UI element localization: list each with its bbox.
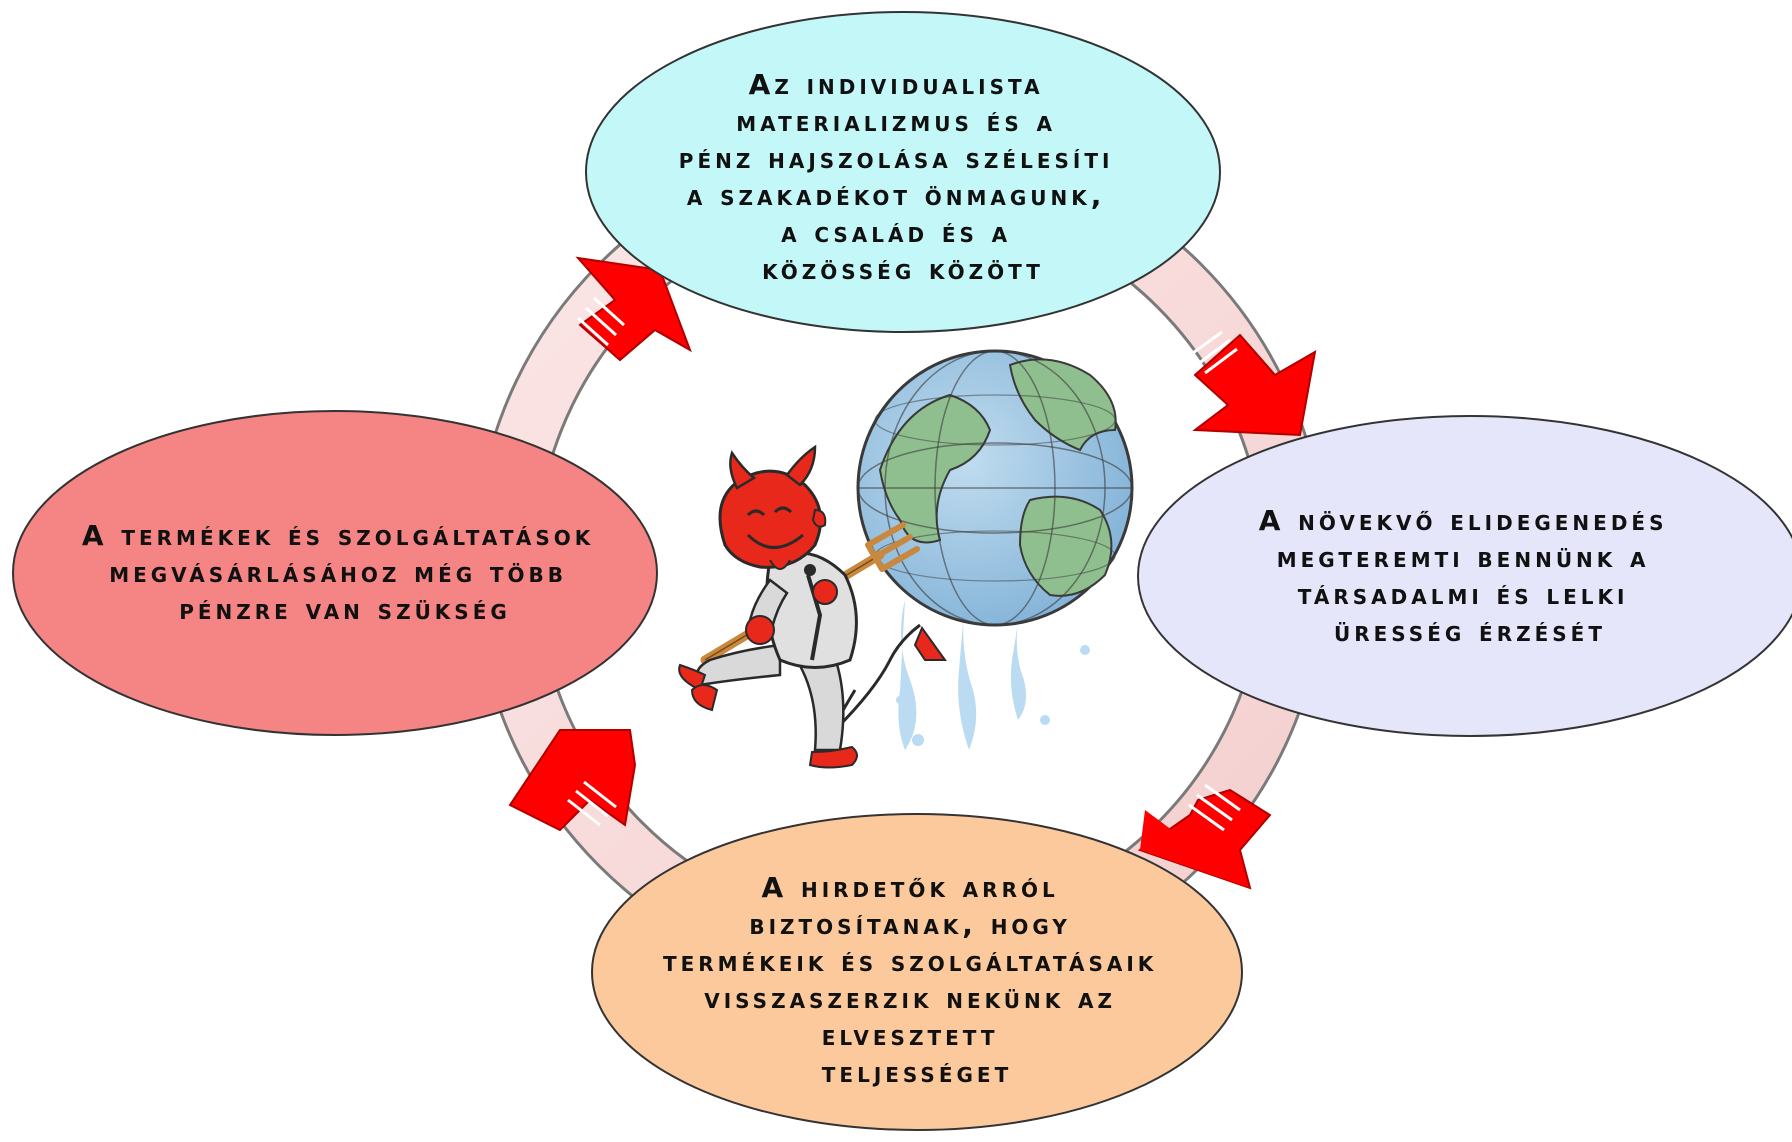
node-right: A növekvő elidegenedés megteremti bennün… [1137,415,1792,737]
node-left-text: A termékek és szolgáltatások megvásárlás… [82,519,608,626]
water-drips-icon [896,600,1090,750]
globe-icon [856,349,1134,627]
arrow-bottom-to-left [508,729,637,832]
node-top: Az individualista materializmus és a pén… [585,11,1221,333]
devil-legs-icon [678,643,858,769]
devil-hand-icon [745,615,775,645]
arrow-left-to-top [575,256,692,362]
devil-body-icon [765,551,858,669]
arrow-right-to-bottom [1137,783,1272,890]
node-top-text: Az individualista materializmus és a pén… [679,68,1127,286]
node-left: A termékek és szolgáltatások megvásárlás… [12,410,658,736]
node-right-text: A növekvő elidegenedés megteremti bennün… [1259,504,1682,648]
node-bottom-text: A hirdetők arról biztosítanak, hogy term… [663,871,1171,1089]
arrow-top-to-right [1189,330,1317,437]
node-bottom: A hirdetők arról biztosítanak, hogy term… [591,813,1243,1131]
devil-head-icon [718,444,827,570]
devil-hand-icon [812,579,838,605]
devil-globe-illustration [678,349,1134,769]
